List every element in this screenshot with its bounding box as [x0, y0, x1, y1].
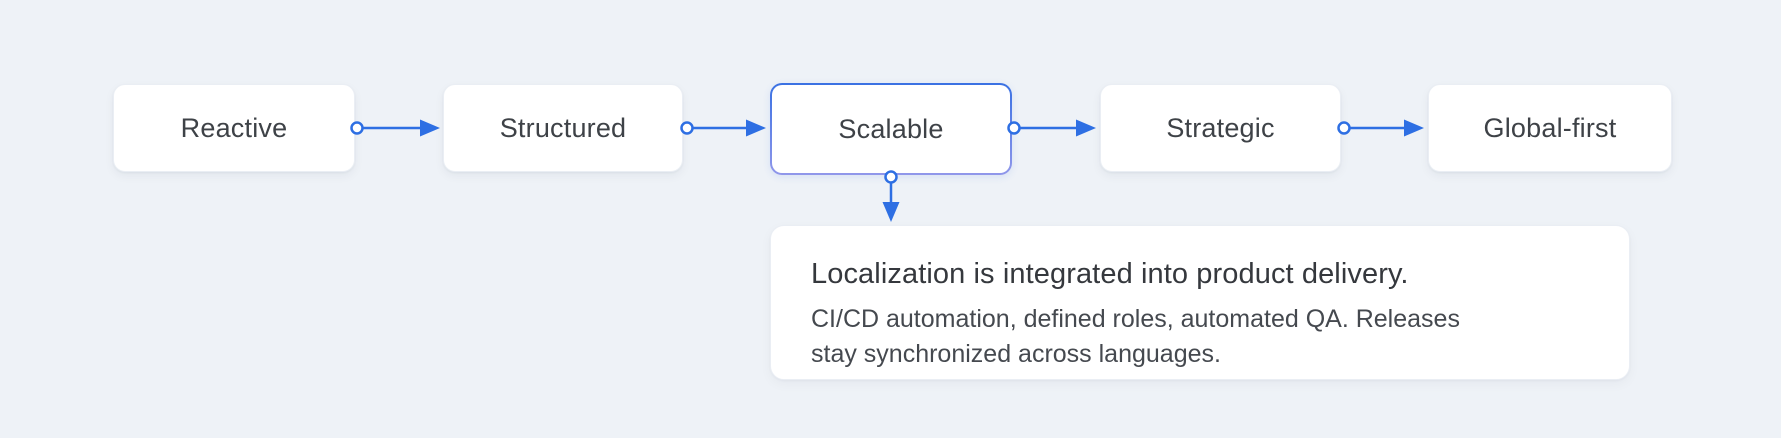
- stage-node-global-first[interactable]: Global-first: [1428, 84, 1672, 172]
- detail-card-title: Localization is integrated into product …: [811, 258, 1409, 290]
- arrowhead-icon: [420, 119, 440, 137]
- connector-port-icon: [680, 121, 694, 135]
- stage-detail-card: Localization is integrated into product …: [770, 225, 1630, 380]
- stage-label: Reactive: [180, 112, 288, 143]
- stage-node-structured[interactable]: Structured: [443, 84, 683, 172]
- arrowhead-icon: [746, 119, 766, 137]
- stage-label: Structured: [499, 112, 627, 143]
- stage-label: Scalable: [838, 113, 944, 144]
- stage-label: Strategic: [1166, 112, 1275, 143]
- stage-node-strategic[interactable]: Strategic: [1100, 84, 1341, 172]
- arrowhead-icon: [882, 202, 900, 222]
- stage-node-reactive[interactable]: Reactive: [113, 84, 355, 172]
- stage-label: Global-first: [1483, 112, 1617, 143]
- arrowhead-icon: [1076, 119, 1096, 137]
- detail-card-description: CI/CD automation, defined roles, automat…: [811, 305, 1460, 368]
- arrowhead-icon: [1404, 119, 1424, 137]
- stage-node-scalable-selected[interactable]: Scalable: [770, 83, 1012, 175]
